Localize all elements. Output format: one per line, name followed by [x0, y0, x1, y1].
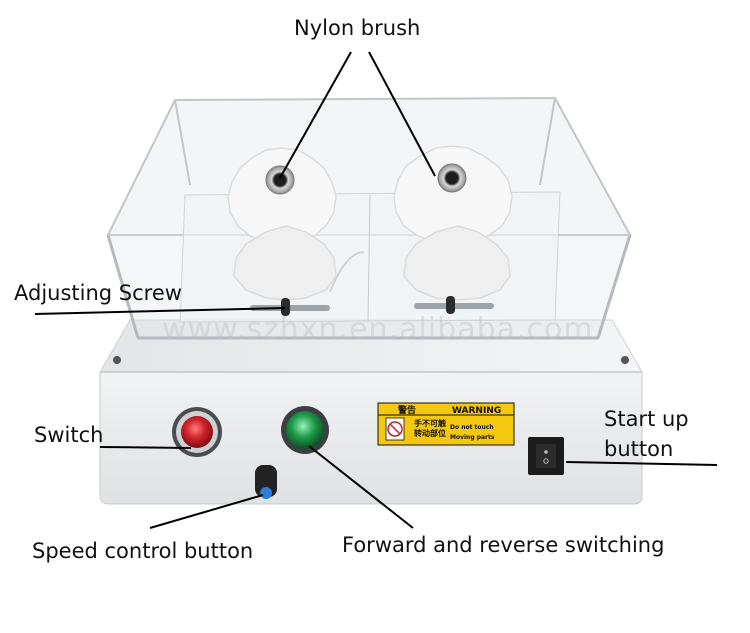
warning-text-cn-1: 手不可触: [414, 418, 446, 428]
warning-text-cn-2: 转动部位: [414, 428, 446, 438]
warning-text-en-1: Do not touch: [450, 424, 494, 431]
leader-line-forward-reverse: [308, 445, 414, 529]
leader-line-speed-control: [149, 494, 264, 529]
screw-guide-arc: [329, 251, 365, 293]
label-nylon-brush: Nylon brush: [294, 16, 421, 40]
adjusting-screw-left: [250, 298, 330, 316]
label-start-up-line1: Start up: [604, 407, 689, 431]
warning-text-en-2: Moving parts: [450, 434, 495, 441]
label-switch: Switch: [34, 423, 104, 447]
label-adjusting-screw: Adjusting Screw: [14, 281, 182, 305]
label-forward-reverse: Forward and reverse switching: [342, 533, 665, 557]
nylon-brush-left: [227, 147, 337, 301]
warning-title-en: WARNING: [452, 406, 501, 416]
watermark: www.szhxn.en.alibaba.com: [162, 312, 594, 347]
start-up-rocker: [528, 437, 564, 475]
speed-control-knob: [255, 465, 277, 499]
adjusting-screw-right: [414, 296, 494, 314]
forward-reverse-indicator: [281, 406, 329, 454]
casing-screw: [113, 356, 121, 364]
leader-line-nylon-brush-left: [279, 51, 352, 179]
leader-line-switch: [99, 446, 192, 449]
warning-title-cn: 警告: [398, 404, 416, 416]
nylon-brush-right: [393, 145, 513, 301]
leader-line-nylon-brush-right: [368, 51, 436, 177]
leader-line-adjusting-screw: [34, 307, 286, 315]
label-start-up-line2: button: [604, 437, 674, 461]
plate-seam: [367, 194, 371, 323]
warning-sign: 警告 WARNING 手不可触 转动部位 Do not touch Moving…: [377, 402, 515, 446]
power-switch: [172, 407, 222, 457]
label-speed-control: Speed control button: [32, 539, 254, 563]
leader-line-start-up: [565, 461, 718, 466]
casing-screw: [621, 356, 629, 364]
